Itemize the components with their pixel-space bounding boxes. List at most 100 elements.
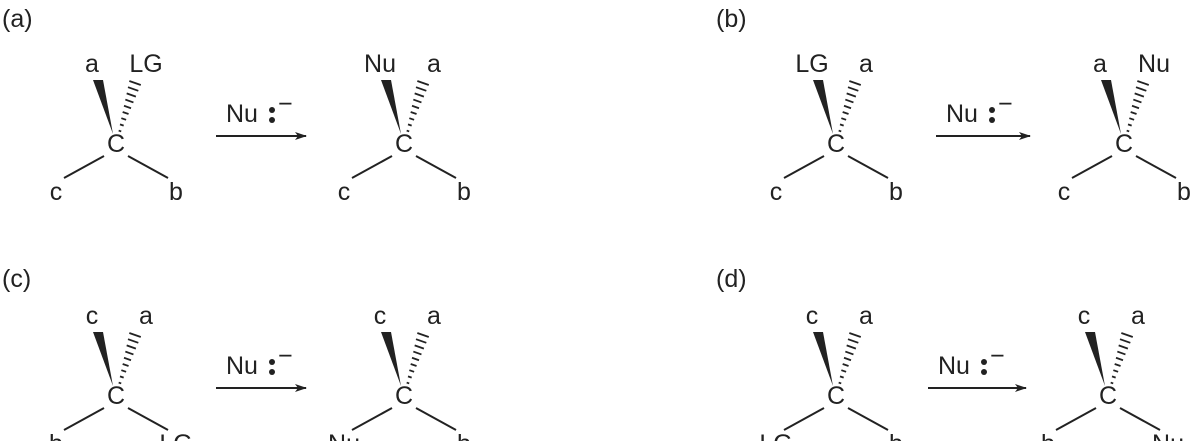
reaction-arrow: Nu−: [216, 342, 307, 392]
nucleophile-label: Nu: [226, 352, 258, 380]
right-substituent-label: b: [1177, 178, 1191, 206]
lone-pair-dot: [269, 107, 275, 113]
right-substituent-label: b: [457, 178, 471, 206]
left-substituent-label: b: [49, 430, 63, 441]
bond-right: [415, 407, 457, 431]
wedge-substituent-label: a: [1093, 50, 1107, 78]
panel-c: (c)CcabLGNu−CcaNub: [2, 265, 471, 441]
bond-right: [127, 407, 169, 431]
panel-label: (a): [2, 5, 33, 33]
lone-pair-dot: [981, 359, 987, 365]
wedge-bond: [93, 80, 113, 134]
right-substituent-label: b: [457, 430, 471, 441]
carbon-label: C: [1099, 382, 1117, 410]
reaction-arrow: Nu−: [936, 90, 1031, 140]
right-substituent-label: LG: [159, 430, 192, 441]
reaction-arrow: Nu−: [216, 90, 307, 140]
wedge-substituent-label: c: [806, 302, 819, 330]
hashed-substituent-label: a: [859, 302, 873, 330]
hashed-bond: [838, 80, 862, 133]
right-substituent-label: b: [889, 178, 903, 206]
nucleophile-label: Nu: [946, 100, 978, 128]
hashed-bond: [406, 332, 430, 385]
right-substituent-label: Nu: [1152, 430, 1184, 441]
carbon-label: C: [107, 130, 125, 158]
charge-label: −: [278, 90, 293, 118]
left-substituent-label: c: [1058, 178, 1071, 206]
product-molecule: CcaNub: [328, 302, 471, 441]
wedge-bond: [813, 80, 833, 134]
hashed-substituent-label: a: [427, 302, 441, 330]
bond-left: [63, 155, 105, 179]
wedge-substituent-label: a: [85, 50, 99, 78]
bond-left: [63, 407, 105, 431]
bond-left: [1055, 407, 1097, 431]
wedge-bond: [813, 332, 833, 386]
lone-pair-dot: [989, 117, 995, 123]
carbon-label: C: [107, 382, 125, 410]
wedge-substituent-label: c: [86, 302, 99, 330]
lone-pair-dot: [269, 359, 275, 365]
bond-right: [847, 155, 889, 179]
reactant-molecule: C LG a c b: [770, 50, 903, 206]
hashed-substituent-label: a: [859, 50, 873, 78]
left-substituent-label: Nu: [328, 430, 360, 441]
bond-left: [351, 155, 393, 179]
lone-pair-dot: [269, 369, 275, 375]
wedge-substituent-label: LG: [795, 50, 828, 78]
charge-label: −: [990, 342, 1005, 370]
wedge-bond: [1101, 80, 1121, 134]
left-substituent-label: c: [770, 178, 783, 206]
reaction-arrow: Nu−: [928, 342, 1027, 392]
left-substituent-label: LG: [759, 430, 792, 441]
bond-right: [127, 155, 169, 179]
reactant-molecule: CcaLGb: [759, 302, 903, 441]
left-substituent-label: b: [1041, 430, 1055, 441]
carbon-label: C: [827, 130, 845, 158]
wedge-substituent-label: Nu: [364, 50, 396, 78]
right-substituent-label: b: [169, 178, 183, 206]
bond-right: [847, 407, 889, 431]
nucleophile-label: Nu: [226, 100, 258, 128]
hashed-substituent-label: a: [427, 50, 441, 78]
carbon-label: C: [1115, 130, 1133, 158]
left-substituent-label: c: [50, 178, 63, 206]
wedge-bond: [93, 332, 113, 386]
hashed-bond: [1110, 332, 1134, 385]
lone-pair-dot: [981, 369, 987, 375]
hashed-bond: [118, 332, 142, 385]
wedge-substituent-label: c: [1078, 302, 1091, 330]
hashed-bond: [118, 80, 142, 133]
hashed-bond: [1126, 80, 1150, 133]
panel-label: (d): [716, 265, 747, 293]
hashed-substituent-label: a: [1131, 302, 1145, 330]
hashed-bond: [406, 80, 430, 133]
panel-label: (b): [716, 5, 747, 33]
nucleophile-label: Nu: [938, 352, 970, 380]
bond-left: [783, 407, 825, 431]
bond-right: [415, 155, 457, 179]
wedge-bond: [381, 80, 401, 134]
bond-left: [351, 407, 393, 431]
hashed-substituent-label: Nu: [1138, 50, 1170, 78]
bond-left: [1071, 155, 1113, 179]
reactant-molecule: Cc a b LG: [49, 302, 193, 441]
lone-pair-dot: [269, 117, 275, 123]
charge-label: −: [998, 90, 1013, 118]
product-molecule: Cc a b Nu: [1041, 302, 1184, 441]
carbon-label: C: [395, 382, 413, 410]
lone-pair-dot: [989, 107, 995, 113]
carbon-label: C: [827, 382, 845, 410]
charge-label: −: [278, 342, 293, 370]
product-molecule: Ca Nu c b: [1058, 50, 1191, 206]
hashed-bond: [838, 332, 862, 385]
hashed-substituent-label: a: [139, 302, 153, 330]
bond-left: [783, 155, 825, 179]
bond-right: [1135, 155, 1177, 179]
bond-right: [1119, 407, 1161, 431]
wedge-bond: [381, 332, 401, 386]
